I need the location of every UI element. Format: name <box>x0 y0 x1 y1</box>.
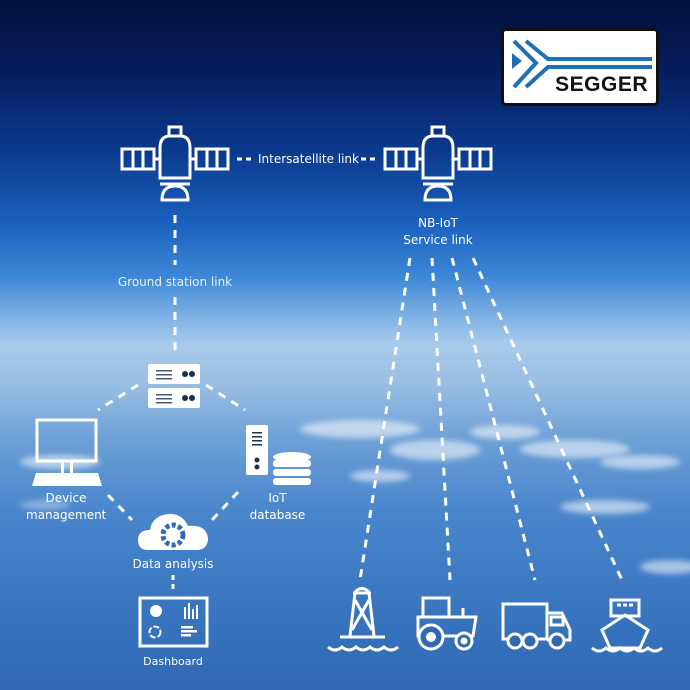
tractor-icon <box>416 596 478 651</box>
db-analysis-line <box>210 490 240 522</box>
service-link-ship <box>471 257 624 581</box>
nb-iot-label: NB-IoT <box>418 216 458 230</box>
server-device-line <box>97 383 139 412</box>
database-icon <box>246 425 311 485</box>
segger-chevron-icon <box>512 39 652 89</box>
truck-icon <box>501 602 572 650</box>
monitor-icon <box>32 418 102 486</box>
server-db-line <box>205 383 246 412</box>
dashboard-icon <box>138 596 209 648</box>
ship-icon <box>591 598 663 653</box>
device-management-label-1: Device <box>45 491 87 505</box>
service-link-truck <box>450 257 537 581</box>
cloud-gear-icon <box>138 513 208 550</box>
data-analysis-label: Data analysis <box>132 557 214 571</box>
device-management-label-2: management <box>26 508 107 522</box>
satellite-right-icon <box>383 125 493 202</box>
iot-database-label-2: database <box>249 508 306 522</box>
device-analysis-line <box>106 493 134 522</box>
dashboard-label: Dashboard <box>143 655 203 668</box>
buoy-icon <box>327 587 399 652</box>
intersatellite-link-label: Intersatellite link <box>258 152 359 166</box>
satellite-left-icon <box>120 125 230 202</box>
logo-text: SEGGER <box>555 73 648 96</box>
service-link-buoy <box>358 257 412 581</box>
iot-database-label-1: IoT <box>268 491 287 505</box>
service-link-label: Service link <box>403 233 473 247</box>
server-icon <box>148 364 200 408</box>
segger-logo: SEGGER <box>501 28 659 106</box>
service-link-tractor <box>430 257 452 581</box>
ground-station-link-label: Ground station link <box>117 275 233 289</box>
